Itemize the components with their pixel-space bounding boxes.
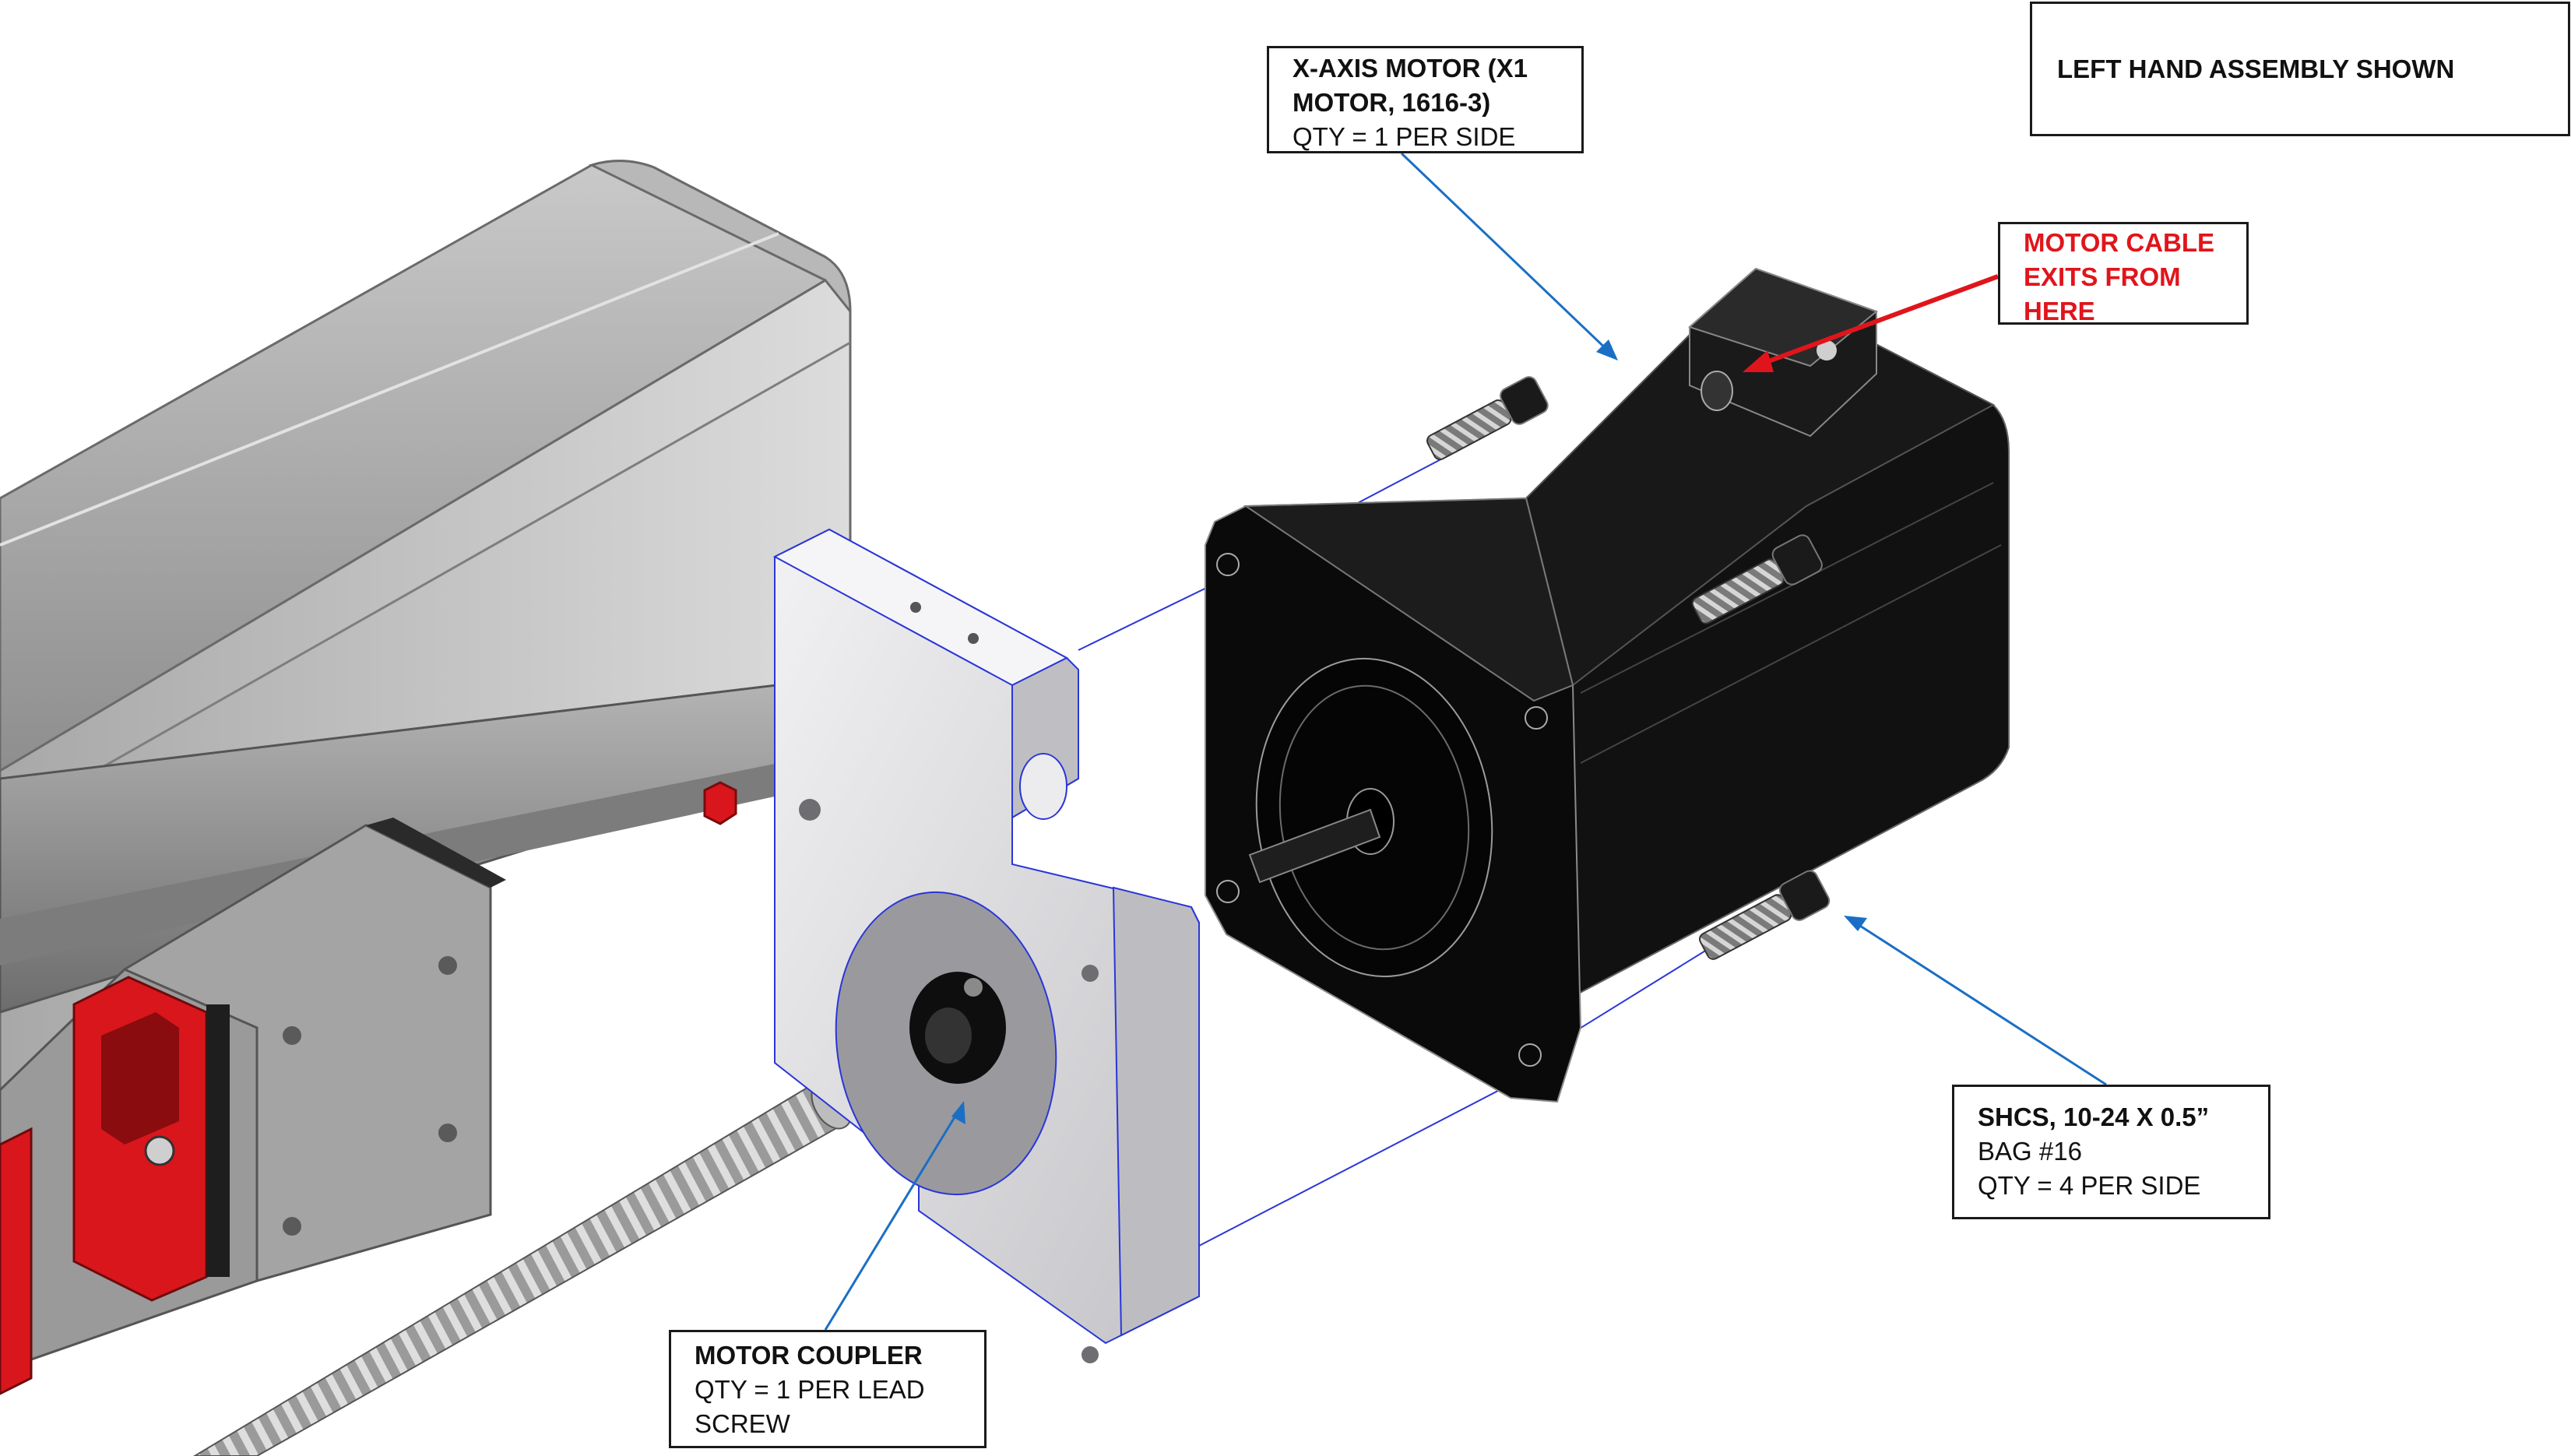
arrowhead-shcs: [1844, 916, 1867, 931]
coupler-qty-line2: SCREW: [695, 1409, 790, 1438]
coupler-title: MOTOR COUPLER: [695, 1341, 923, 1370]
leader-coupler: [824, 1109, 961, 1331]
x-motor-qty: QTY = 1 PER SIDE: [1293, 122, 1516, 151]
arrowhead-coupler: [951, 1101, 965, 1124]
left-hand-assembly-label: LEFT HAND ASSEMBLY SHOWN: [2057, 55, 2455, 83]
leader-x-motor: [1400, 152, 1613, 356]
callout-motor-coupler: MOTOR COUPLER QTY = 1 PER LEAD SCREW: [669, 1330, 987, 1448]
coupler-qty-line1: QTY = 1 PER LEAD: [695, 1375, 925, 1404]
shcs-screws: [1426, 376, 1831, 960]
bearing-carriage: [0, 818, 506, 1395]
shcs-title: SHCS, 10-24 X 0.5”: [1978, 1103, 2210, 1131]
leader-lines: [824, 152, 2107, 1331]
motor-cable-line1: MOTOR CABLE: [2024, 228, 2215, 257]
leader-shcs: [1851, 919, 2107, 1086]
callout-left-hand-assembly: LEFT HAND ASSEMBLY SHOWN: [2030, 2, 2570, 136]
motor-mount-bracket: [772, 528, 1200, 1363]
x-motor-title-line1: X-AXIS MOTOR (X1: [1293, 54, 1528, 83]
callout-x-axis-motor: X-AXIS MOTOR (X1 MOTOR, 1616-3) QTY = 1 …: [1267, 46, 1584, 153]
motor-cable-line2: EXITS FROM: [2024, 262, 2181, 291]
shcs-qty: QTY = 4 PER SIDE: [1978, 1171, 2201, 1200]
motor-coupler: [909, 972, 1006, 1084]
motor-cable-line3: HERE: [2024, 297, 2095, 325]
shcs-bag: BAG #16: [1978, 1137, 2082, 1166]
rail-red-plug: [703, 781, 737, 825]
arrowhead-x-motor: [1596, 339, 1618, 360]
x-axis-motor: [1205, 267, 2010, 1103]
callout-motor-cable: MOTOR CABLE EXITS FROM HERE: [1998, 222, 2249, 325]
arrowhead-motor-cable: [1743, 350, 1774, 372]
motor-cable-connector: [1688, 267, 1878, 438]
leader-motor-cable: [1754, 274, 1999, 368]
x-motor-title-line2: MOTOR, 1616-3): [1293, 88, 1491, 117]
callout-shcs: SHCS, 10-24 X 0.5” BAG #16 QTY = 4 PER S…: [1952, 1085, 2270, 1219]
